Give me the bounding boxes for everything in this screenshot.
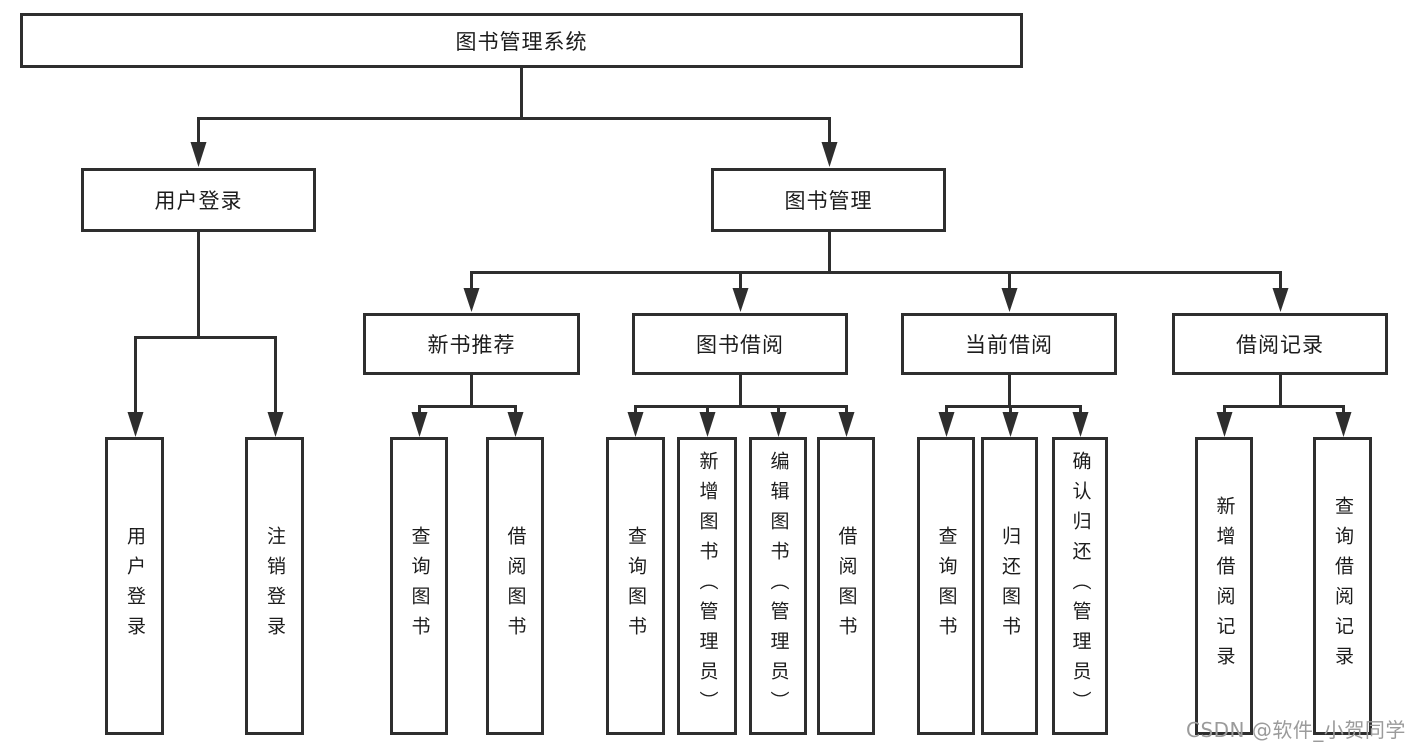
node-book-management: 图书管理 bbox=[711, 168, 946, 232]
leaf-borrow-books: 借阅图书 bbox=[817, 437, 875, 735]
connector-root-to-level2 bbox=[197, 68, 831, 145]
leaf-user-login: 用户登录 bbox=[105, 437, 164, 735]
connector-borrowing-to-leaves bbox=[634, 375, 848, 414]
connector-recommend-to-leaves bbox=[418, 375, 517, 414]
leaf-add-borrow-record: 新增借阅记录 bbox=[1195, 437, 1253, 735]
leaf-add-books-admin: 新增图书（管理员） bbox=[677, 437, 737, 735]
connector-userlogin-to-leaves bbox=[134, 232, 277, 414]
leaf-edit-books-admin: 编辑图书（管理员） bbox=[749, 437, 807, 735]
connector-records-to-leaves bbox=[1223, 375, 1345, 414]
connector-bookmgmt-to-level3 bbox=[470, 232, 1282, 290]
leaf-query-borrow-record: 查询借阅记录 bbox=[1313, 437, 1372, 735]
leaf-borrow-books-recommend: 借阅图书 bbox=[486, 437, 544, 735]
leaf-query-books-borrow: 查询图书 bbox=[606, 437, 665, 735]
connector-current-to-leaves bbox=[945, 375, 1082, 414]
csdn-watermark: CSDN @软件_小贺同学 bbox=[1186, 718, 1405, 742]
node-current-borrowing: 当前借阅 bbox=[901, 313, 1117, 375]
arrowheads bbox=[127, 142, 1352, 437]
root-node-library-system: 图书管理系统 bbox=[20, 13, 1023, 68]
node-user-login: 用户登录 bbox=[81, 168, 316, 232]
leaf-confirm-return-admin: 确认归还（管理员） bbox=[1052, 437, 1108, 735]
node-new-book-recommendation: 新书推荐 bbox=[363, 313, 580, 375]
node-borrowing-records: 借阅记录 bbox=[1172, 313, 1388, 375]
leaf-return-books: 归还图书 bbox=[981, 437, 1038, 735]
leaf-query-books-recommend: 查询图书 bbox=[390, 437, 448, 735]
node-book-borrowing: 图书借阅 bbox=[632, 313, 848, 375]
leaf-logout-login: 注销登录 bbox=[245, 437, 304, 735]
leaf-query-books-current: 查询图书 bbox=[917, 437, 975, 735]
